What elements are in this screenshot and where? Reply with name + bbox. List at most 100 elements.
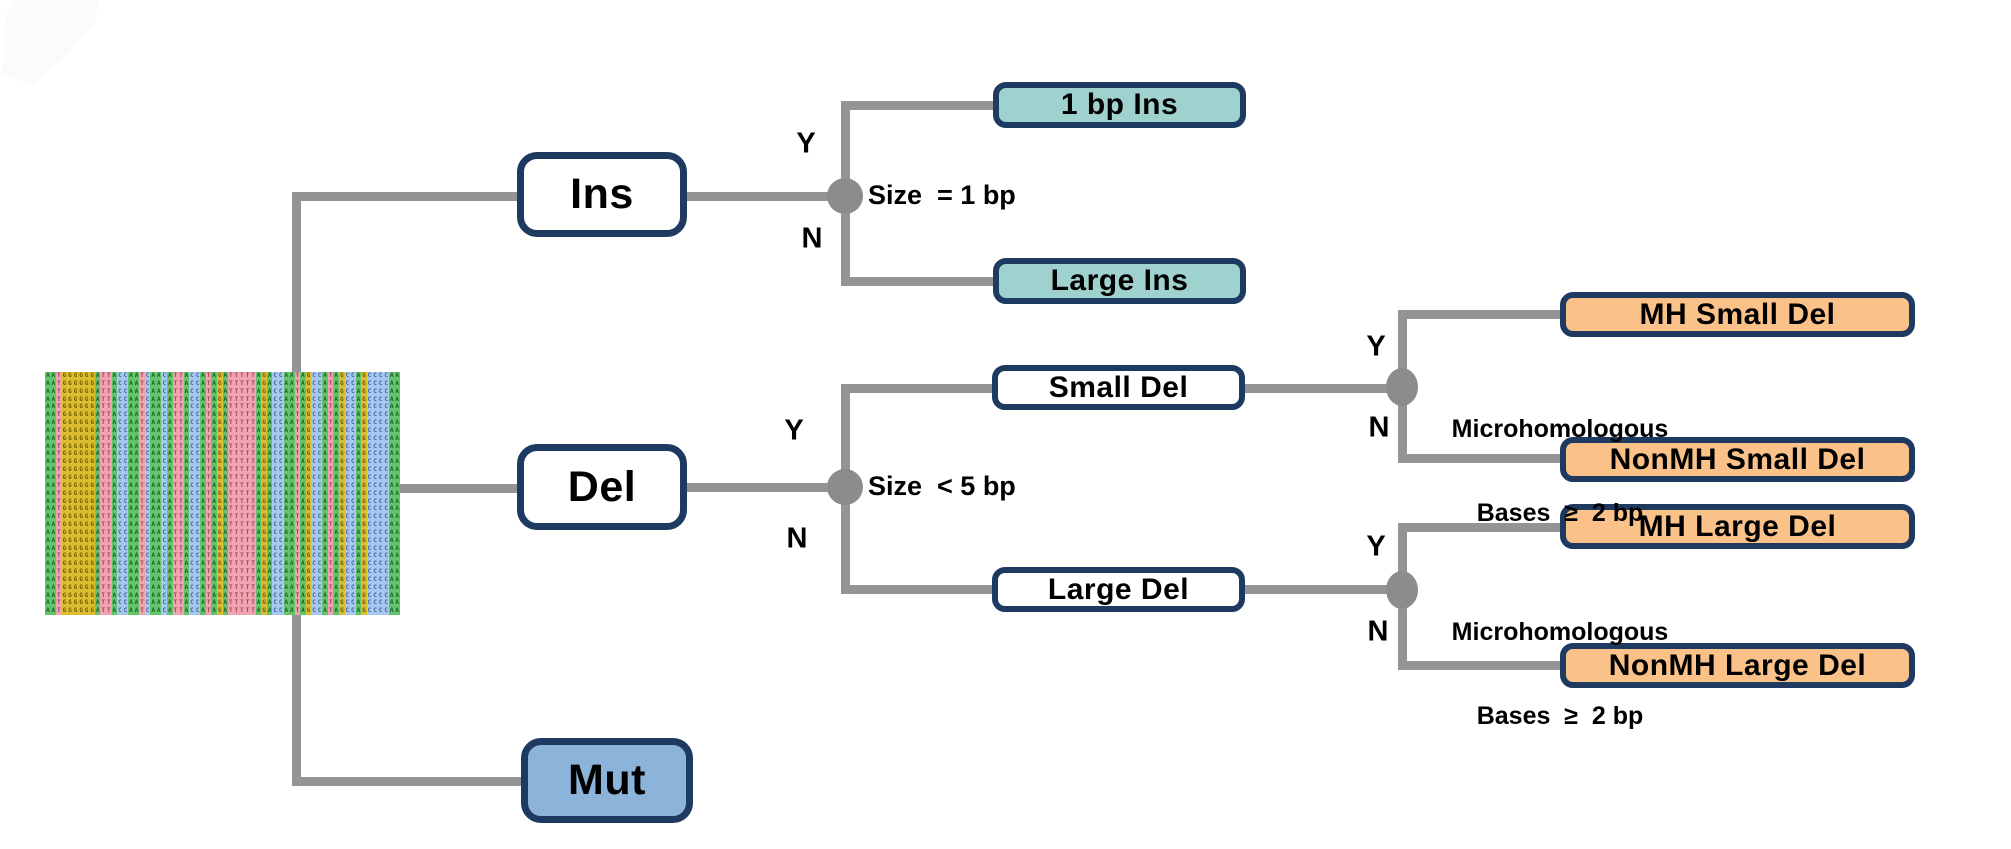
- branch-label-large-mh-yes: Y: [1366, 530, 1386, 563]
- alignment-column: G G G G G G G G G G G G G G G G G G G G …: [67, 372, 73, 615]
- connector-small-del-right: [1242, 384, 1406, 393]
- alignment-column: A A A A A A A A A A A A A A A A A A A A …: [45, 372, 51, 615]
- alignment-column: A A A A A A A A A A A A A A A A A A A A …: [111, 372, 118, 615]
- alignment-column: A A A A A A A A A A A A A A A A A A A A …: [133, 372, 140, 615]
- alignment-column: T T T T T T T T T T T T T T T T T T T T …: [228, 372, 234, 615]
- alignment-column: T T T T T T T T T T T T T T T T T T T T …: [233, 372, 240, 615]
- node-1bp-ins: 1 bp Ins: [993, 82, 1246, 128]
- alignment-column: A A A A A A A A A A A A A A A A A A A A …: [300, 372, 306, 615]
- connector-large-del: [841, 585, 996, 594]
- alignment-column: A A A A A A A A A A A A A A A A A A A A …: [322, 372, 328, 615]
- junction-node-small-mh: [1386, 368, 1418, 406]
- alignment-column: A A A A A A A A A A A A A A A A A A A A …: [200, 372, 206, 615]
- decision-small-mh-line1: Microhomologous: [1451, 415, 1669, 443]
- alignment-column: C C C C C C C C C C C C C C C C C C C C …: [122, 372, 129, 615]
- node-mh-large-del: MH Large Del: [1560, 504, 1915, 549]
- decision-small-mh-line2: Bases ≥ 2 bp: [1476, 499, 1644, 527]
- connector-nonmh-small-del: [1398, 454, 1564, 463]
- alignment-column: G G G G G G G G G G G G G G G G G G G G …: [72, 372, 79, 615]
- alignment-column: C C C C C C C C C C C C C C C C C C C C …: [366, 372, 373, 615]
- branch-label-small-mh-no: N: [1368, 411, 1390, 444]
- branch-label-small-mh-yes: Y: [1366, 330, 1386, 363]
- connector-trunk-bottom: [292, 612, 301, 786]
- alignment-column: C C C C C C C C C C C C C C C C C C C C …: [316, 372, 323, 615]
- node-large-ins: Large Ins: [993, 258, 1246, 304]
- alignment-column: A A A A A A A A A A A A A A A A A A A A …: [333, 372, 339, 615]
- branch-label-ins-no: N: [801, 222, 823, 255]
- connector-nonmh-large-del: [1398, 661, 1564, 670]
- connector-mh-large-del: [1398, 523, 1564, 532]
- branch-label-ins-yes: Y: [796, 127, 816, 160]
- node-small-del: Small Del: [992, 365, 1245, 410]
- node-nonmh-large-del: NonMH Large Del: [1560, 643, 1915, 688]
- node-nonmh-small-del: NonMH Small Del: [1560, 437, 1915, 482]
- alignment-column: A A A A A A A A A A A A A A A A A A A A …: [50, 372, 57, 615]
- connector-mut-left: [292, 777, 529, 786]
- alignment-column: T T T T T T T T T T T T T T T T T T T T …: [327, 372, 334, 615]
- alignment-column: A A A A A A A A A A A A A A A A A A A A …: [183, 372, 190, 615]
- alignment-column: A A A A A A A A A A A A A A A A A A A A …: [266, 372, 273, 615]
- alignment-column: G G G G G G G G G G G G G G G G G G G G …: [83, 372, 90, 615]
- alignment-column: T T T T T T T T T T T T T T T T T T T T …: [178, 372, 184, 615]
- alignment-column: G G G G G G G G G G G G G G G G G G G G …: [305, 372, 312, 615]
- alignment-column: G G G G G G G G G G G G G G G G G G G G …: [261, 372, 267, 615]
- alignment-column: A A A A A A A A A A A A A A A A A A A A …: [94, 372, 101, 615]
- alignment-column: C C C C C C C C C C C C C C C C C C C C …: [272, 372, 278, 615]
- connector-small-del: [841, 384, 996, 393]
- alignment-column: G G G G G G G G G G G G G G G G G G G G …: [89, 372, 95, 615]
- alignment-column: A A A A A A A A A A A A A A A A A A A A …: [128, 372, 134, 615]
- background-artifact: [2, 0, 102, 86]
- branch-label-del-yes: Y: [784, 414, 804, 447]
- decision-ins-size-label: Size = 1 bp: [868, 180, 1016, 210]
- alignment-column: C C C C C C C C C C C C C C C C C C C C …: [372, 372, 378, 615]
- sequence-alignment-image: A A A A A A A A A A A A A A A A A A A A …: [45, 372, 400, 615]
- alignment-column: G G G G G G G G G G G G G G G G G G G G …: [338, 372, 345, 615]
- alignment-column: A A A A A A A A A A A A A A A A A A A A …: [255, 372, 262, 615]
- alignment-column: C C C C C C C C C C C C C C C C C C C C …: [344, 372, 351, 615]
- alignment-column: C C C C C C C C C C C C C C C C C C C C …: [350, 372, 356, 615]
- alignment-column: C C C C C C C C C C C C C C C C C C C C …: [277, 372, 284, 615]
- connector-large-del-right: [1242, 585, 1406, 594]
- decision-large-mh-line2: Bases ≥ 2 bp: [1476, 702, 1644, 730]
- branch-label-large-mh-no: N: [1367, 615, 1389, 648]
- alignment-column: T T T T T T T T T T T T T T T T T T T T …: [244, 372, 251, 615]
- alignment-column: C C C C C C C C C C C C C C C C C C C C …: [383, 372, 389, 615]
- decision-large-mh-label: Microhomologous Bases ≥ 2 bp: [1420, 562, 1700, 786]
- alignment-column: A A A A A A A A A A A A A A A A A A A A …: [289, 372, 295, 615]
- junction-node-del-size: [827, 469, 863, 505]
- alignment-column: A A A A A A A A A A A A A A A A A A A A …: [388, 372, 395, 615]
- node-mh-small-del: MH Small Del: [1560, 292, 1915, 337]
- decision-large-mh-line1: Microhomologous: [1451, 618, 1669, 646]
- alignment-column: C C C C C C C C C C C C C C C C C C C C …: [161, 372, 168, 615]
- alignment-column: C C C C C C C C C C C C C C C C C C C C …: [377, 372, 384, 615]
- alignment-column: G G G G G G G G G G G G G G G G G G G G …: [361, 372, 367, 615]
- junction-node-large-mh: [1386, 571, 1418, 609]
- branch-label-del-no: N: [786, 522, 808, 555]
- alignment-column: A A A A A A A A A A A A A A A A A A A A …: [283, 372, 290, 615]
- node-large-del: Large Del: [992, 567, 1245, 612]
- alignment-column: A A A A A A A A A A A A A A A A A A A A …: [150, 372, 156, 615]
- alignment-column: C C C C C C C C C C C C C C C C C C C C …: [117, 372, 123, 615]
- alignment-column: A A A A A A A A A A A A A A A A A A A A …: [355, 372, 362, 615]
- alignment-column: T T T T T T T T T T T T T T T T T T T T …: [56, 372, 62, 615]
- alignment-column: C C C C C C C C C C C C C C C C C C C C …: [144, 372, 151, 615]
- alignment-column: T T T T T T T T T T T T T T T T T T T T …: [294, 372, 301, 615]
- connector-trunk-top: [292, 192, 301, 376]
- decision-small-mh-label: Microhomologous Bases ≥ 2 bp: [1420, 359, 1700, 583]
- alignment-column: T T T T T T T T T T T T T T T T T T T T …: [106, 372, 112, 615]
- alignment-column: A A A A A A A A A A A A A A A A A A A A …: [394, 372, 400, 615]
- alignment-column: A A A A A A A A A A A A A A A A A A A A …: [222, 372, 229, 615]
- alignment-column: T T T T T T T T T T T T T T T T T T T T …: [172, 372, 179, 615]
- alignment-column: A A A A A A A A A A A A A A A A A A A A …: [167, 372, 173, 615]
- connector-large-ins: [841, 277, 997, 286]
- connector-del-right: [683, 483, 849, 492]
- node-mut: Mut: [521, 738, 693, 823]
- connector-ins-right: [683, 192, 849, 201]
- connector-mh-small-del: [1398, 310, 1564, 319]
- alignment-column: C C C C C C C C C C C C C C C C C C C C …: [189, 372, 195, 615]
- connector-1bp-ins: [841, 101, 997, 110]
- alignment-column: G G G G G G G G G G G G G G G G G G G G …: [61, 372, 68, 615]
- alignment-column: T T T T T T T T T T T T T T T T T T T T …: [100, 372, 107, 615]
- node-del: Del: [517, 444, 687, 530]
